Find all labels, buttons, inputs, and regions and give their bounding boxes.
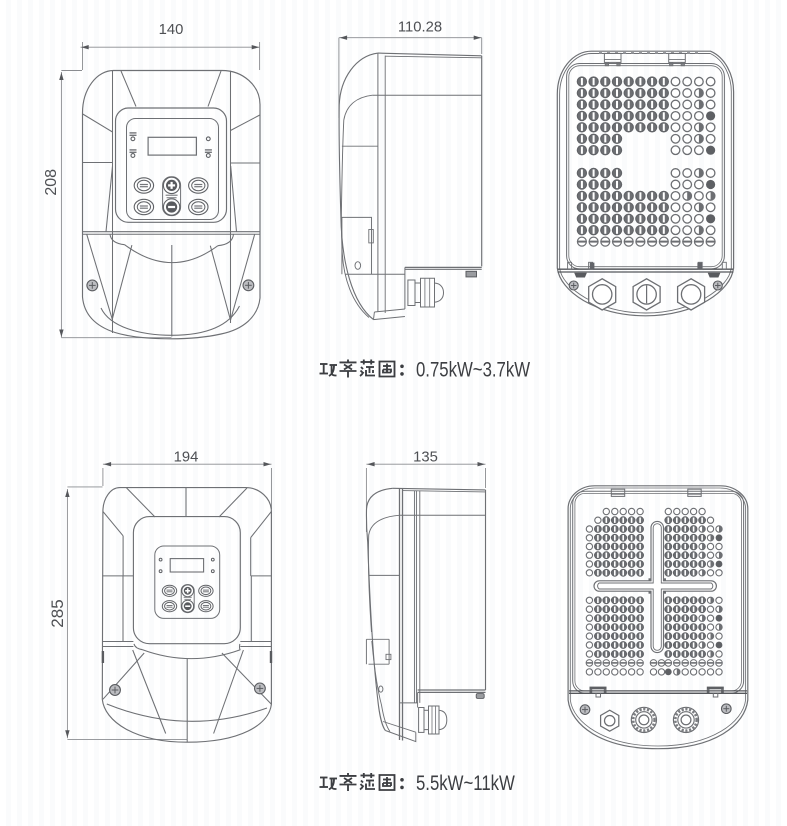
- svg-text:5.5kW~11kW: 5.5kW~11kW: [416, 772, 516, 795]
- svg-text:110.28: 110.28: [398, 20, 442, 36]
- svg-text:208: 208: [43, 169, 60, 196]
- svg-text:0.75kW~3.7kW: 0.75kW~3.7kW: [416, 359, 531, 382]
- svg-text:285: 285: [48, 599, 67, 627]
- svg-text:135: 135: [413, 449, 438, 465]
- svg-text:194: 194: [174, 449, 199, 465]
- svg-text:140: 140: [159, 22, 184, 38]
